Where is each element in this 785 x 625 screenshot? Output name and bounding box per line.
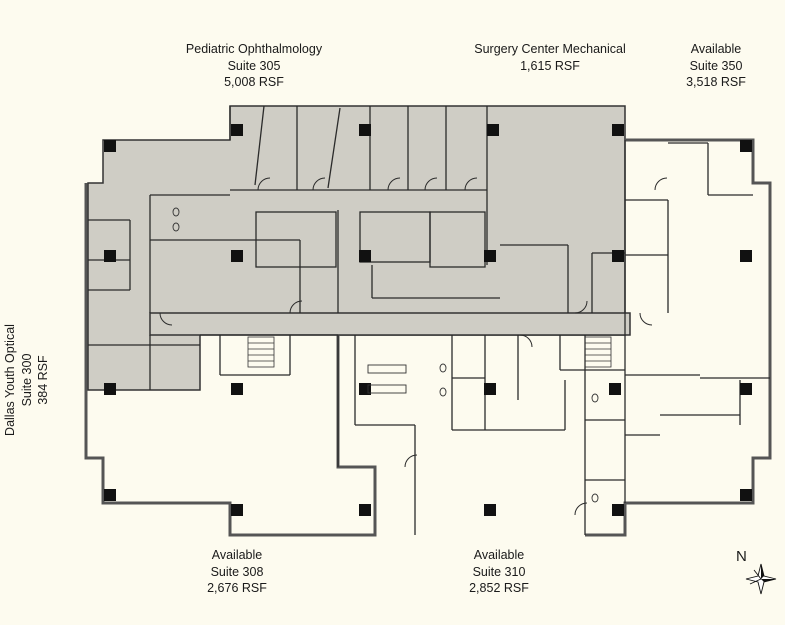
- suite-350-status: Available: [690, 42, 742, 56]
- suite-305-rsf: 5,008 RSF: [224, 75, 284, 89]
- suite-305-label: Pediatric Ophthalmology Suite 305 5,008 …: [168, 41, 340, 91]
- column: [231, 383, 243, 395]
- suite-300-label: Dallas Youth Optical Suite 300 384 RSF: [2, 305, 52, 455]
- suite-308-number: Suite 308: [210, 564, 264, 579]
- column: [359, 504, 371, 516]
- suite-308-rsf: 2,676 RSF: [207, 581, 267, 595]
- column: [104, 383, 116, 395]
- north-letter: N: [736, 548, 747, 565]
- suite-310-number: Suite 310: [472, 564, 526, 579]
- column: [740, 250, 752, 262]
- column: [484, 383, 496, 395]
- column: [612, 124, 624, 136]
- column: [612, 250, 624, 262]
- doors: [159, 177, 668, 516]
- column: [231, 250, 243, 262]
- column: [740, 383, 752, 395]
- columns: [104, 124, 752, 516]
- column: [612, 504, 624, 516]
- suite-308-status: Available: [211, 548, 263, 562]
- suite-305-area: [87, 105, 626, 391]
- corridor: [149, 312, 631, 336]
- column: [104, 250, 116, 262]
- stairs: [247, 336, 612, 368]
- building-outline: [84, 138, 772, 537]
- suite-350-label: Available Suite 350 3,518 RSF: [670, 41, 762, 91]
- column: [359, 250, 371, 262]
- suite-310-label: Available Suite 310 2,852 RSF: [452, 547, 546, 597]
- suite-300-tenant: Dallas Youth Optical: [3, 324, 17, 436]
- column: [487, 124, 499, 136]
- north-arrow: N: [736, 548, 780, 596]
- suite-350-number: Suite 350: [689, 58, 743, 73]
- surgery-center-rsf: 1,615 RSF: [520, 58, 580, 73]
- column: [740, 489, 752, 501]
- column: [231, 504, 243, 516]
- column: [609, 383, 621, 395]
- suite-300-number: Suite 300: [19, 353, 34, 407]
- restroom-fixtures: [172, 207, 599, 503]
- suite-308-label: Available Suite 308 2,676 RSF: [190, 547, 284, 597]
- suite-300-rsf: 384 RSF: [36, 355, 50, 405]
- column: [484, 250, 496, 262]
- surgery-center-label: Surgery Center Mechanical 1,615 RSF: [462, 41, 638, 74]
- suite-310-status: Available: [473, 548, 525, 562]
- compass-star-icon: [745, 563, 777, 595]
- column: [104, 140, 116, 152]
- column: [740, 140, 752, 152]
- leased-areas: [87, 105, 631, 391]
- surgery-center-name: Surgery Center Mechanical: [474, 42, 626, 56]
- column: [484, 504, 496, 516]
- suite-305-tenant: Pediatric Ophthalmology: [185, 42, 323, 56]
- column: [231, 124, 243, 136]
- column: [104, 489, 116, 501]
- suite-305-number: Suite 305: [227, 58, 281, 73]
- suite-310-rsf: 2,852 RSF: [469, 581, 529, 595]
- column: [359, 124, 371, 136]
- suite-350-rsf: 3,518 RSF: [686, 75, 746, 89]
